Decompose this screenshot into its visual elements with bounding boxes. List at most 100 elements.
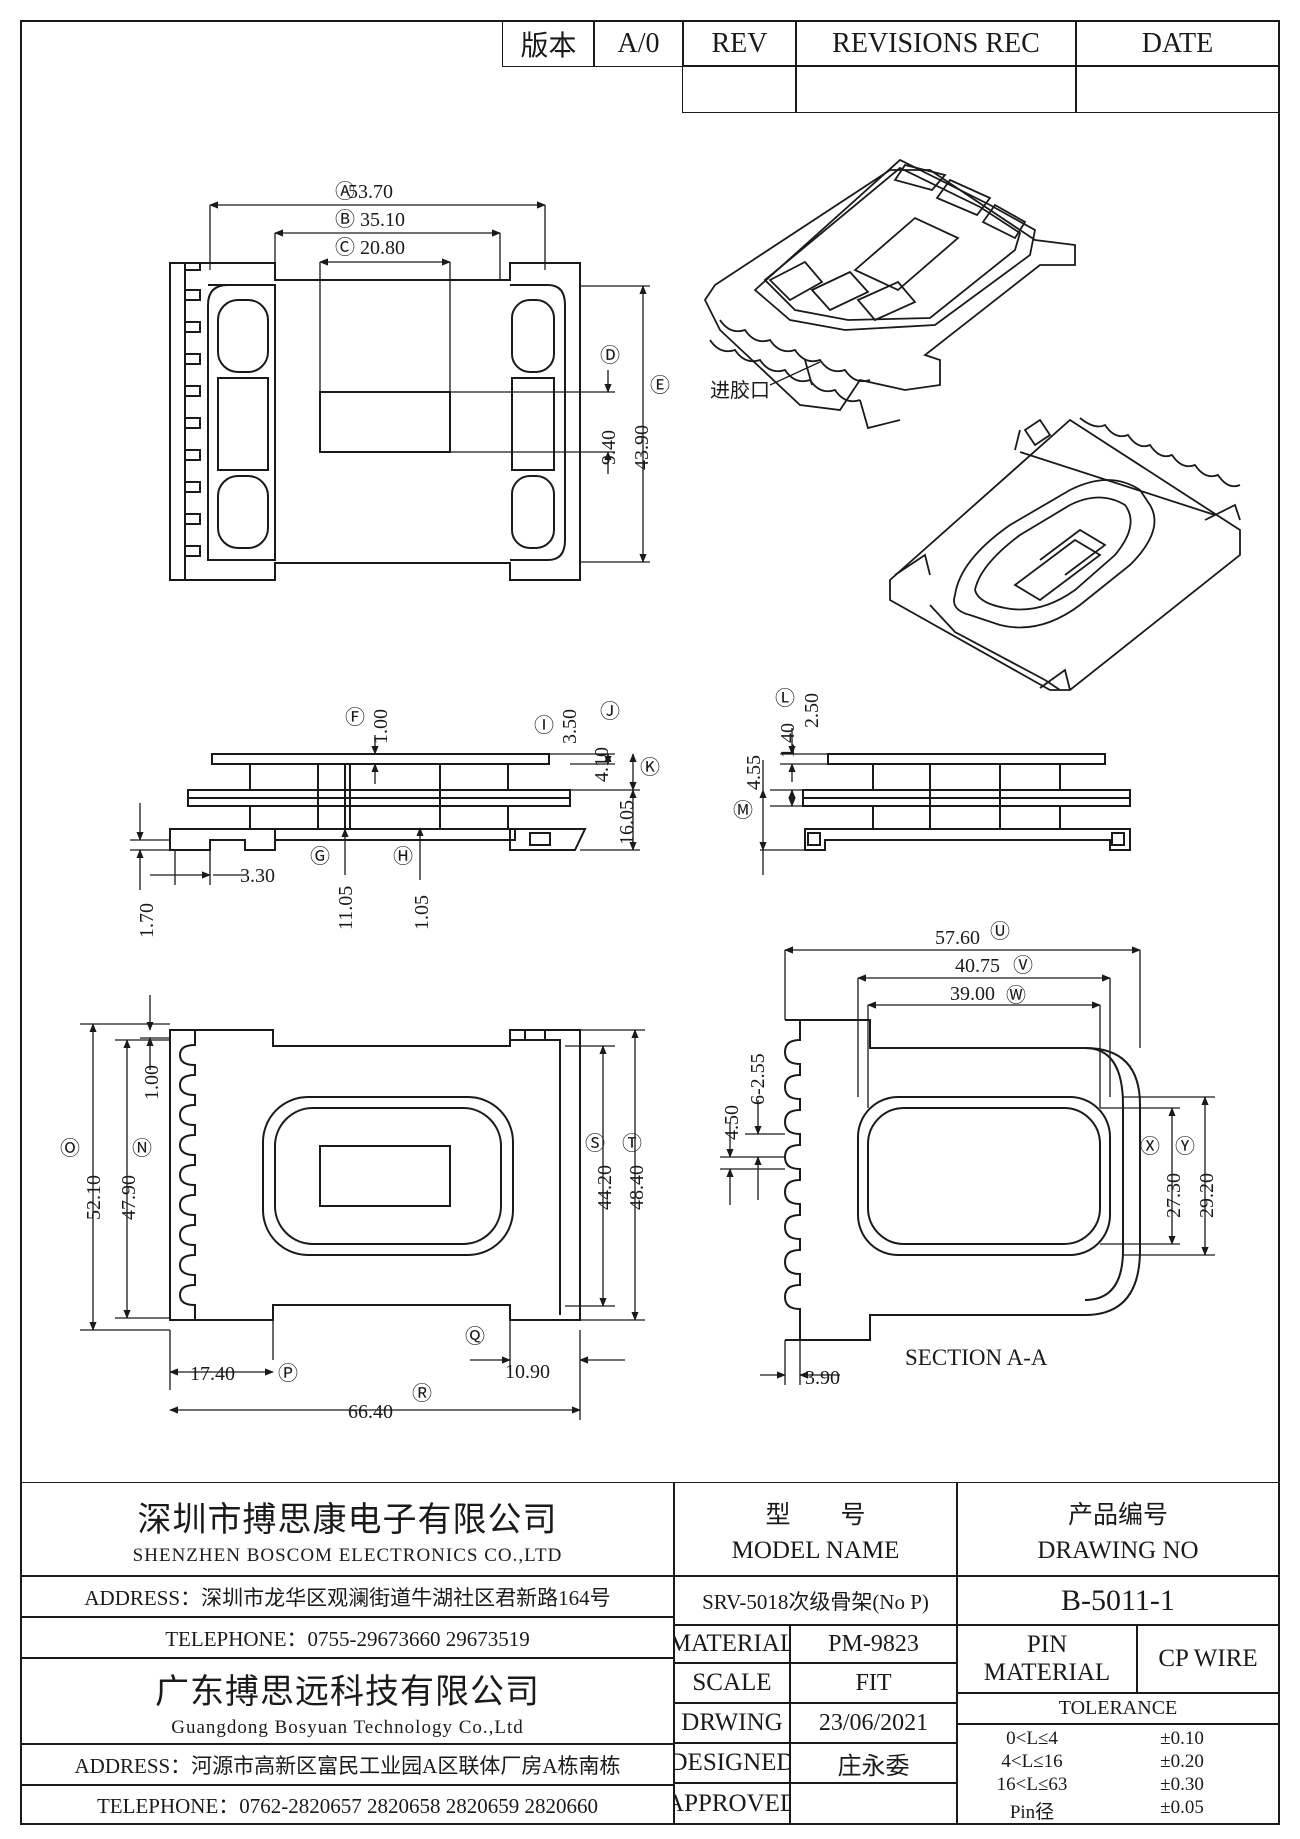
tolerance-row: 16<L≤63 ±0.30	[996, 1774, 1204, 1795]
dim-c-value: 20.80	[360, 237, 405, 259]
tolerance-row: Pin径 ±0.05	[1009, 1797, 1204, 1823]
dim-t-label: Ⓣ	[622, 1132, 642, 1155]
dim-l-label: Ⓛ	[775, 687, 795, 710]
end-view: Ⓛ 2.50 1.40 Ⓜ 4.55	[733, 687, 1131, 875]
dim-v-label: Ⓥ	[1013, 954, 1033, 977]
scale-label: SCALE	[673, 1662, 791, 1704]
drawing-no-value: B-5011-1	[956, 1575, 1280, 1626]
dim-x-value: 27.30	[1163, 1173, 1185, 1218]
dim-s-value: 44.20	[594, 1165, 616, 1210]
dim-i-label: Ⓘ	[534, 714, 554, 737]
tolerance-row: 0<L≤4 ±0.10	[1006, 1728, 1204, 1749]
dim-c-label: Ⓒ	[335, 236, 355, 259]
revisions-rec-header: REVISIONS REC	[795, 20, 1077, 67]
drawing-no-cn: 产品编号	[1067, 1501, 1168, 1529]
dim-d-value: 9.40	[598, 430, 620, 465]
dim-j-label: Ⓙ	[600, 700, 620, 723]
dim-e-label: Ⓔ	[650, 374, 670, 397]
dim-1-00-value: 1.00	[141, 1065, 163, 1100]
dim-a-label: Ⓐ	[335, 180, 355, 203]
drawing-no-en: DRAWING NO	[1037, 1536, 1199, 1564]
drawing-no-header: 产品编号 DRAWING NO	[956, 1482, 1280, 1577]
pin-material-value: CP WIRE	[1136, 1624, 1280, 1694]
pin-material-label-line-1: PIN	[1026, 1631, 1068, 1658]
dim-h-label: Ⓗ	[393, 845, 413, 868]
dim-n-label: Ⓝ	[132, 1137, 152, 1160]
drawing-date-label: DRWING	[673, 1702, 791, 1744]
dim-j-value: 4.10	[591, 747, 613, 782]
dim-u-value: 57.60	[935, 927, 980, 949]
tolerance-row: 4<L≤16 ±0.20	[1001, 1751, 1204, 1772]
dim-v-value: 40.75	[955, 955, 1000, 977]
dim-w-value: 39.00	[950, 983, 995, 1005]
dim-3-90-value: 3.90	[805, 1367, 840, 1389]
dim-left-height: 1.70	[136, 903, 158, 938]
tolerance-table: 0<L≤4 ±0.10 4<L≤16 ±0.20 16<L≤63 ±0.30 P…	[956, 1723, 1280, 1825]
gate-label: 进胶口	[710, 378, 770, 402]
dim-k-value: 16.05	[616, 800, 638, 845]
dim-n-value: 47.90	[118, 1175, 140, 1220]
dim-left-width: 3.30	[240, 865, 275, 887]
dim-g-label: Ⓖ	[310, 845, 330, 868]
material-label: MATERIAL	[673, 1624, 791, 1664]
dim-i-value: 3.50	[559, 709, 581, 744]
drawing-date-value: 23/06/2021	[789, 1702, 958, 1744]
dim-u-label: Ⓤ	[990, 920, 1010, 943]
scale-value: FIT	[789, 1662, 958, 1704]
company-2-name-en: Guangdong Bosyuan Technology Co.,Ltd	[171, 1716, 524, 1738]
company-1-name-en: SHENZHEN BOSCOM ELECTRONICS CO.,LTD	[132, 1545, 563, 1566]
dim-o-value: 52.10	[83, 1175, 105, 1220]
revisions-rec-cell	[795, 65, 1077, 113]
version-value: A/0	[593, 20, 684, 67]
company-1-telephone: TELEPHONE：0755-29673660 29673519	[20, 1616, 675, 1659]
revision-header: 版本 A/0 REV REVISIONS REC DATE	[502, 20, 1280, 113]
dim-p-label: Ⓟ	[278, 1362, 298, 1385]
dim-t-value: 48.40	[626, 1165, 648, 1210]
dim-1-40-value: 1.40	[777, 723, 799, 758]
dim-d-label: Ⓓ	[600, 344, 620, 367]
company-2-address: ADDRESS：河源市高新区富民工业园A区联体厂房A栋南栋	[20, 1743, 675, 1786]
dim-s-label: Ⓢ	[585, 1132, 605, 1155]
side-view: Ⓕ 1.00 Ⓘ 3.50 Ⓙ 4.10 Ⓚ 16.05 Ⓖ 11.05 Ⓗ 1…	[130, 700, 660, 938]
title-block: 深圳市搏思康电子有限公司 SHENZHEN BOSCOM ELECTRONICS…	[20, 1482, 1280, 1825]
rev-header: REV	[682, 20, 797, 67]
dim-x-label: Ⓧ	[1140, 1135, 1160, 1158]
dim-q-value: 10.90	[505, 1361, 550, 1383]
model-name-en: MODEL NAME	[731, 1536, 900, 1564]
company-2-cell: 广东搏思远科技有限公司 Guangdong Bosyuan Technology…	[20, 1657, 675, 1745]
section-a-a-view: 57.60 Ⓤ 40.75 Ⓥ 39.00 Ⓦ 6-2.55 4.50 Ⓧ 27…	[720, 920, 1218, 1389]
pin-material-label: PIN MATERIAL	[956, 1624, 1138, 1694]
dim-w-label: Ⓦ	[1006, 984, 1026, 1007]
tolerance-label: TOLERANCE	[956, 1692, 1280, 1725]
model-value: SRV-5018次级骨架(No P)	[673, 1575, 958, 1626]
dim-p-value: 17.40	[190, 1363, 235, 1385]
date-cell	[1075, 65, 1280, 113]
company-2-telephone: TELEPHONE：0762-2820657 2820658 2820659 2…	[20, 1784, 675, 1825]
dim-m-value: 4.55	[743, 755, 765, 790]
dim-b-value: 35.10	[360, 209, 405, 231]
section-title: SECTION A-A	[905, 1345, 1048, 1370]
dim-y-label: Ⓨ	[1175, 1135, 1195, 1158]
approved-value	[789, 1782, 958, 1825]
dim-h-value: 1.05	[411, 895, 433, 930]
dim-6-2-55-value: 6-2.55	[747, 1053, 769, 1105]
dim-q-label: Ⓠ	[465, 1325, 485, 1348]
designed-label: DESIGNED	[673, 1742, 791, 1784]
dim-k-label: Ⓚ	[640, 756, 660, 779]
dim-a-value: 53.70	[348, 181, 393, 203]
version-label: 版本	[502, 20, 595, 67]
rev-cell	[682, 65, 797, 113]
bottom-view: Ⓞ 52.10 Ⓝ 47.90 1.00 Ⓢ 44.20 Ⓣ 48.40 17.…	[60, 995, 648, 1423]
dim-r-label: Ⓡ	[412, 1382, 432, 1405]
dim-r-value: 66.40	[348, 1401, 393, 1423]
dim-f-label: Ⓕ	[345, 706, 365, 729]
material-value: PM-9823	[789, 1624, 958, 1664]
company-2-name: 广东搏思远科技有限公司	[155, 1673, 540, 1711]
date-header: DATE	[1075, 20, 1280, 67]
dim-y-value: 29.20	[1196, 1173, 1218, 1218]
dim-g-value: 11.05	[335, 886, 357, 930]
dim-m-label: Ⓜ	[733, 799, 753, 822]
isometric-top-view	[703, 158, 1076, 430]
dim-l-value: 2.50	[801, 693, 823, 728]
